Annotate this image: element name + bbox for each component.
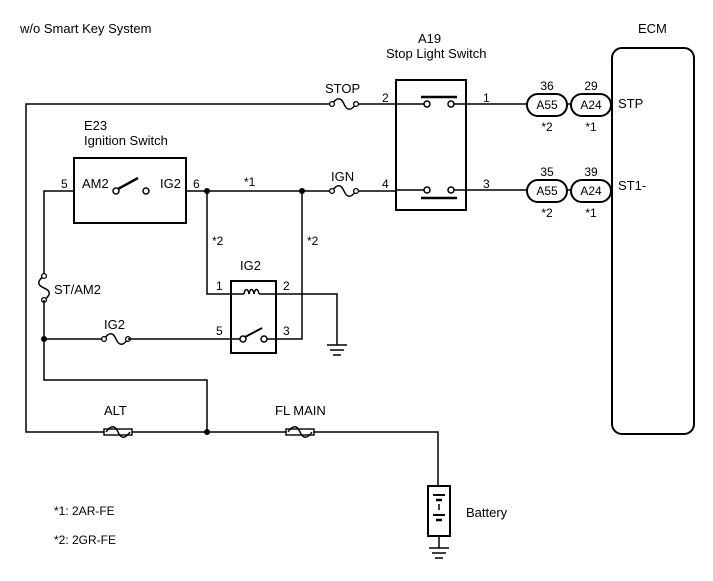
- connector-a24-bottom-label: A24: [580, 184, 602, 198]
- stop-switch-upper-contact-b: [447, 100, 455, 108]
- stop-switch-lower-contact-a: [423, 186, 431, 194]
- battery-label: Battery: [466, 505, 508, 520]
- wire-stop-main-loop: [25, 103, 332, 433]
- ignition-switch-pin-6: 6: [193, 177, 200, 191]
- fuse-ign: [328, 185, 360, 197]
- fuse-alt-label: ALT: [104, 403, 127, 418]
- connector-a24-top-label: A24: [580, 98, 602, 112]
- wire-note-ig2-line: *1: [244, 175, 256, 189]
- fuse-alt: [103, 426, 133, 438]
- ignition-switch-am2: AM2: [82, 176, 109, 191]
- ecm-box: [611, 47, 695, 435]
- stop-switch-upper-contact-a: [423, 100, 431, 108]
- fuse-fl-main: [285, 426, 315, 438]
- ig2-relay-contact-b: [260, 335, 268, 343]
- connector-a55-bottom-label: A55: [536, 184, 558, 198]
- ig2-relay-pin-2: 2: [283, 279, 290, 293]
- stop-switch-pin-3: 3: [483, 177, 490, 191]
- fuse-stop-label: STOP: [325, 81, 360, 96]
- wire-branch-from-relay-contact: [275, 191, 303, 340]
- connector-a24-top-pin: 29: [584, 79, 598, 93]
- battery-box: [427, 485, 451, 537]
- connector-a24-top: [570, 93, 612, 117]
- fuse-st-am2: [38, 272, 50, 304]
- wire-am2-down: [43, 190, 74, 276]
- connector-a55-bottom-pin: 35: [540, 165, 554, 179]
- ig2-relay: IG2 1 2 3 5: [216, 258, 290, 354]
- legend-note-2: *2: 2GR-FE: [54, 533, 116, 547]
- ignition-switch-box: [73, 157, 187, 224]
- battery-symbol: [427, 485, 451, 537]
- connector-a24-bottom: [570, 179, 612, 203]
- ig2-relay-label: IG2: [240, 258, 261, 273]
- ig2-relay-pin-5: 5: [216, 324, 223, 338]
- connector-a24-bottom-note: *1: [585, 206, 597, 220]
- fuse-ig2-label: IG2: [104, 317, 125, 332]
- wire-relay-to-ground: [276, 293, 338, 345]
- stop-switch-pin-4: 4: [382, 177, 389, 191]
- ignition-contact-a: [112, 187, 120, 195]
- stop-light-switch: A19 Stop Light Switch 2 1 4 3: [382, 31, 490, 211]
- wire-note-left-branch: *2: [212, 234, 224, 248]
- connector-group-stp: A55 A24 36 29 *2 *1: [466, 79, 612, 134]
- connector-group-st1: A55 A24 35 39 *2 *1: [466, 165, 612, 220]
- wire-fl-main-to-battery: [314, 431, 439, 486]
- ecm-terminal-st1: ST1-: [618, 178, 646, 193]
- ignition-contact-b: [142, 187, 150, 195]
- ignition-switch-name: Ignition Switch: [84, 133, 168, 148]
- wire-note-right-branch: *2: [307, 234, 319, 248]
- ecm-label: ECM: [638, 21, 667, 36]
- fuse-st-am2-label: ST/AM2: [54, 282, 101, 297]
- connector-a24-top-note: *1: [585, 120, 597, 134]
- ground-symbol-battery: [429, 547, 449, 559]
- stop-switch-pin-1: 1: [483, 91, 490, 105]
- stop-switch-name: Stop Light Switch: [386, 46, 486, 61]
- ig2-relay-pin-1: 1: [216, 279, 223, 293]
- connector-a55-top-pin: 36: [540, 79, 554, 93]
- fuse-stop: [328, 98, 360, 110]
- ground-symbol-relay: [327, 344, 347, 356]
- ignition-switch-ig2: IG2: [160, 176, 181, 191]
- connector-a24-bottom-pin: 39: [584, 165, 598, 179]
- junction-alt: [204, 429, 210, 435]
- connector-a55-bottom-note: *2: [541, 206, 553, 220]
- connector-a55-top-label: A55: [536, 98, 558, 112]
- fuse-ign-label: IGN: [331, 169, 354, 184]
- stop-switch-pin-2: 2: [382, 91, 389, 105]
- connector-a55-bottom: [526, 179, 568, 203]
- ignition-switch: E23 Ignition Switch AM2 IG2 5 6: [61, 118, 200, 224]
- fuse-fl-main-label: FL MAIN: [275, 403, 326, 418]
- connector-a55-top-note: *2: [541, 120, 553, 134]
- stop-switch-code: A19: [418, 31, 441, 46]
- ig2-relay-contact-a: [239, 335, 247, 343]
- ig2-relay-coil: [243, 288, 260, 295]
- ignition-switch-blade: [117, 176, 139, 191]
- ig2-relay-pin-3: 3: [283, 324, 290, 338]
- ignition-switch-pin-5: 5: [61, 177, 68, 191]
- connector-a55-top: [526, 93, 568, 117]
- ignition-switch-code: E23: [84, 118, 107, 133]
- stop-switch-lower-contact-b: [447, 186, 455, 194]
- ig2-relay-blade: [244, 327, 263, 338]
- fuse-ig2: [100, 333, 132, 345]
- legend-note-1: *1: 2AR-FE: [54, 504, 115, 518]
- wire-branch-to-relay-coil: [206, 191, 232, 295]
- ecm-terminal-stp: STP: [618, 96, 643, 111]
- ecm-unit: ECM STP ST1-: [611, 21, 695, 435]
- system-variant-title: w/o Smart Key System: [19, 21, 151, 36]
